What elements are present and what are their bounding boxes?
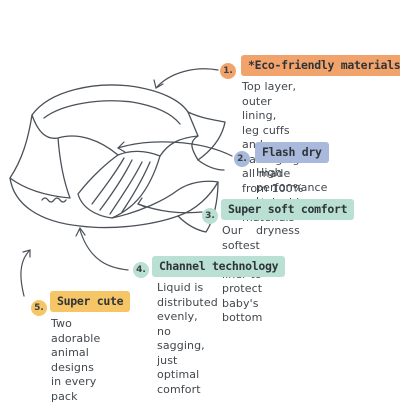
feature-number: 2. <box>234 151 250 167</box>
feature-title: Super cute <box>50 291 131 312</box>
arrowhead-5 <box>22 249 31 258</box>
feature-title: Flash dry <box>255 142 329 163</box>
arrowhead-4 <box>75 226 86 237</box>
diaper-back-outline <box>31 84 199 157</box>
diaper-right-wing <box>187 111 226 161</box>
diaper-leg-cuff <box>41 197 67 203</box>
feature-number: 3. <box>202 208 218 224</box>
feature-description: Liquid is distributed evenly, no sagging… <box>157 281 218 396</box>
arrow-4 <box>79 229 129 271</box>
arrowhead-1 <box>153 79 164 89</box>
feature-title: *Eco-friendly materials <box>241 55 400 76</box>
arrow-2 <box>117 141 233 157</box>
feature-number: 5. <box>31 300 47 316</box>
arrow-5 <box>20 249 31 297</box>
diaper-left-wing <box>9 114 71 199</box>
diaper-channel-4 <box>121 161 151 213</box>
diaper-tab <box>197 159 225 171</box>
diaper-front-panel <box>9 177 219 229</box>
diaper-channel-3 <box>109 161 143 215</box>
diaper-core <box>77 154 161 219</box>
diaper-channel-2 <box>99 159 133 211</box>
diaper-channel-1 <box>91 157 125 205</box>
feature-title: Super soft comfort <box>221 199 355 220</box>
diaper-waist-inner <box>43 100 181 125</box>
feature-title: Channel technology <box>152 256 286 277</box>
arrowhead-2 <box>117 141 126 153</box>
feature-description: Two adorable animal designs in every pac… <box>51 317 101 403</box>
diaper-front-waist <box>177 181 219 233</box>
feature-number: 4. <box>133 262 149 278</box>
arrow-1 <box>155 68 219 89</box>
arrowhead-3 <box>137 197 146 208</box>
feature-number: 1. <box>220 63 236 79</box>
